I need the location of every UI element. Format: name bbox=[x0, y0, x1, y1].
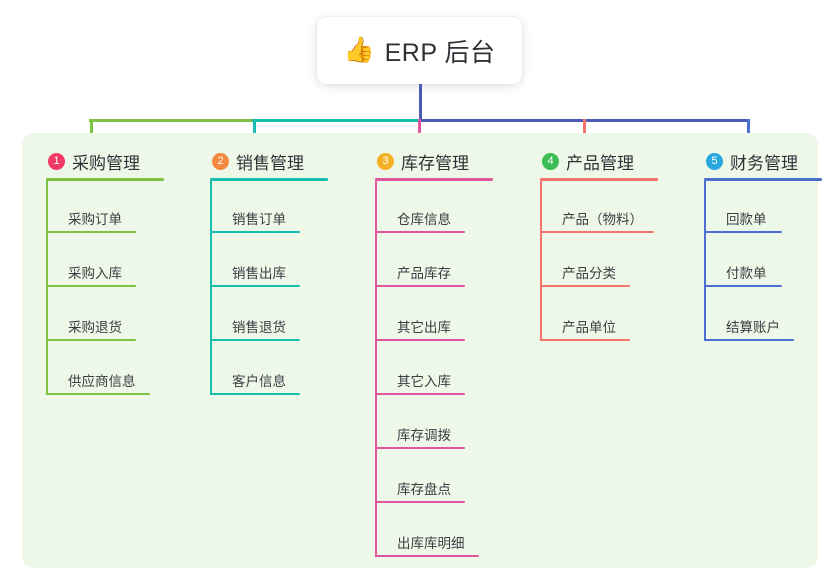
column-header-rule-4 bbox=[540, 178, 658, 181]
list-item-rule bbox=[210, 393, 300, 395]
column-badge-4: 4 bbox=[542, 152, 559, 170]
list-item-label: 结算账户 bbox=[726, 320, 780, 335]
list-item-label: 其它入库 bbox=[397, 374, 451, 389]
list-item-rule bbox=[540, 339, 630, 341]
list-item-label: 供应商信息 bbox=[68, 374, 136, 389]
bus-segment-1 bbox=[89, 119, 253, 122]
list-item[interactable]: 采购退货 bbox=[46, 309, 136, 341]
list-item-rule bbox=[375, 393, 465, 395]
list-item-label: 回款单 bbox=[726, 212, 767, 227]
list-item-label: 产品库存 bbox=[397, 266, 451, 281]
list-item-rule bbox=[704, 285, 782, 287]
root-stem-line bbox=[419, 84, 422, 122]
list-item[interactable]: 仓库信息 bbox=[375, 201, 465, 233]
list-item-label: 产品单位 bbox=[562, 320, 616, 335]
list-item[interactable]: 销售订单 bbox=[210, 201, 300, 233]
column-badge-3: 3 bbox=[377, 152, 394, 170]
list-item-rule bbox=[540, 231, 654, 233]
column-header-5[interactable]: 5 财务管理 bbox=[694, 146, 798, 176]
list-item-label: 采购退货 bbox=[68, 320, 122, 335]
column-stem-5 bbox=[704, 181, 706, 341]
column-title-4: 产品管理 bbox=[566, 153, 634, 173]
list-item-rule bbox=[375, 555, 479, 557]
column-header-rule-5 bbox=[704, 178, 822, 181]
list-item[interactable]: 供应商信息 bbox=[46, 363, 150, 395]
list-item-label: 库存盘点 bbox=[397, 482, 451, 497]
list-item[interactable]: 产品分类 bbox=[540, 255, 630, 287]
list-item-rule bbox=[46, 393, 150, 395]
list-item-rule bbox=[46, 285, 136, 287]
list-item[interactable]: 采购订单 bbox=[46, 201, 136, 233]
list-item-label: 付款单 bbox=[726, 266, 767, 281]
column-stem-3 bbox=[375, 181, 377, 557]
list-item[interactable]: 客户信息 bbox=[210, 363, 300, 395]
column-header-rule-1 bbox=[46, 178, 164, 181]
list-item[interactable]: 其它出库 bbox=[375, 309, 465, 341]
list-item-rule bbox=[540, 285, 630, 287]
list-item[interactable]: 回款单 bbox=[704, 201, 782, 233]
list-item-rule bbox=[375, 447, 465, 449]
column-header-1[interactable]: 1 采购管理 bbox=[36, 146, 140, 176]
column-title-3: 库存管理 bbox=[401, 153, 469, 173]
column-title-1: 采购管理 bbox=[72, 153, 140, 173]
list-item-rule bbox=[704, 339, 794, 341]
column-title-2: 销售管理 bbox=[236, 153, 304, 173]
bus-segment-2 bbox=[252, 119, 419, 122]
column-badge-5: 5 bbox=[706, 152, 723, 170]
sitemap-panel bbox=[22, 133, 818, 568]
column-stem-2 bbox=[210, 181, 212, 395]
list-item-rule bbox=[375, 285, 465, 287]
column-header-2[interactable]: 2 销售管理 bbox=[200, 146, 304, 176]
list-item[interactable]: 产品（物料） bbox=[540, 201, 654, 233]
list-item-rule bbox=[210, 339, 300, 341]
list-item[interactable]: 付款单 bbox=[704, 255, 782, 287]
list-item-rule bbox=[210, 285, 300, 287]
list-item-label: 仓库信息 bbox=[397, 212, 451, 227]
list-item[interactable]: 出库库明细 bbox=[375, 525, 479, 557]
list-item[interactable]: 产品单位 bbox=[540, 309, 630, 341]
list-item[interactable]: 库存调拨 bbox=[375, 417, 465, 449]
list-item[interactable]: 库存盘点 bbox=[375, 471, 465, 503]
list-item-rule bbox=[210, 231, 300, 233]
column-badge-2: 2 bbox=[212, 152, 229, 170]
root-node-title: ERP 后台 bbox=[384, 38, 496, 67]
list-item[interactable]: 销售出库 bbox=[210, 255, 300, 287]
list-item-rule bbox=[704, 231, 782, 233]
list-item-rule bbox=[46, 339, 136, 341]
column-header-4[interactable]: 4 产品管理 bbox=[530, 146, 634, 176]
list-item[interactable]: 采购入库 bbox=[46, 255, 136, 287]
column-header-rule-2 bbox=[210, 178, 328, 181]
list-item-label: 出库库明细 bbox=[397, 536, 465, 551]
list-item-label: 采购订单 bbox=[68, 212, 122, 227]
list-item-rule bbox=[375, 501, 465, 503]
list-item-label: 客户信息 bbox=[232, 374, 286, 389]
list-item[interactable]: 结算账户 bbox=[704, 309, 794, 341]
list-item-label: 销售退货 bbox=[232, 320, 286, 335]
list-item-rule bbox=[375, 339, 465, 341]
thumbs-up-icon: 👍 bbox=[343, 36, 375, 64]
list-item-label: 库存调拨 bbox=[397, 428, 451, 443]
list-item[interactable]: 其它入库 bbox=[375, 363, 465, 395]
list-item[interactable]: 产品库存 bbox=[375, 255, 465, 287]
root-node-card[interactable]: 👍 ERP 后台 bbox=[317, 17, 522, 84]
list-item-rule bbox=[46, 231, 136, 233]
list-item-label: 销售订单 bbox=[232, 212, 286, 227]
list-item-label: 产品分类 bbox=[562, 266, 616, 281]
list-item[interactable]: 销售退货 bbox=[210, 309, 300, 341]
column-stem-1 bbox=[46, 181, 48, 395]
list-item-label: 其它出库 bbox=[397, 320, 451, 335]
list-item-label: 采购入库 bbox=[68, 266, 122, 281]
list-item-label: 销售出库 bbox=[232, 266, 286, 281]
list-item-label: 产品（物料） bbox=[562, 212, 643, 227]
column-stem-4 bbox=[540, 181, 542, 341]
column-header-3[interactable]: 3 库存管理 bbox=[365, 146, 469, 176]
column-title-5: 财务管理 bbox=[730, 153, 798, 173]
column-header-rule-3 bbox=[375, 178, 493, 181]
list-item-rule bbox=[375, 231, 465, 233]
column-badge-1: 1 bbox=[48, 152, 65, 170]
